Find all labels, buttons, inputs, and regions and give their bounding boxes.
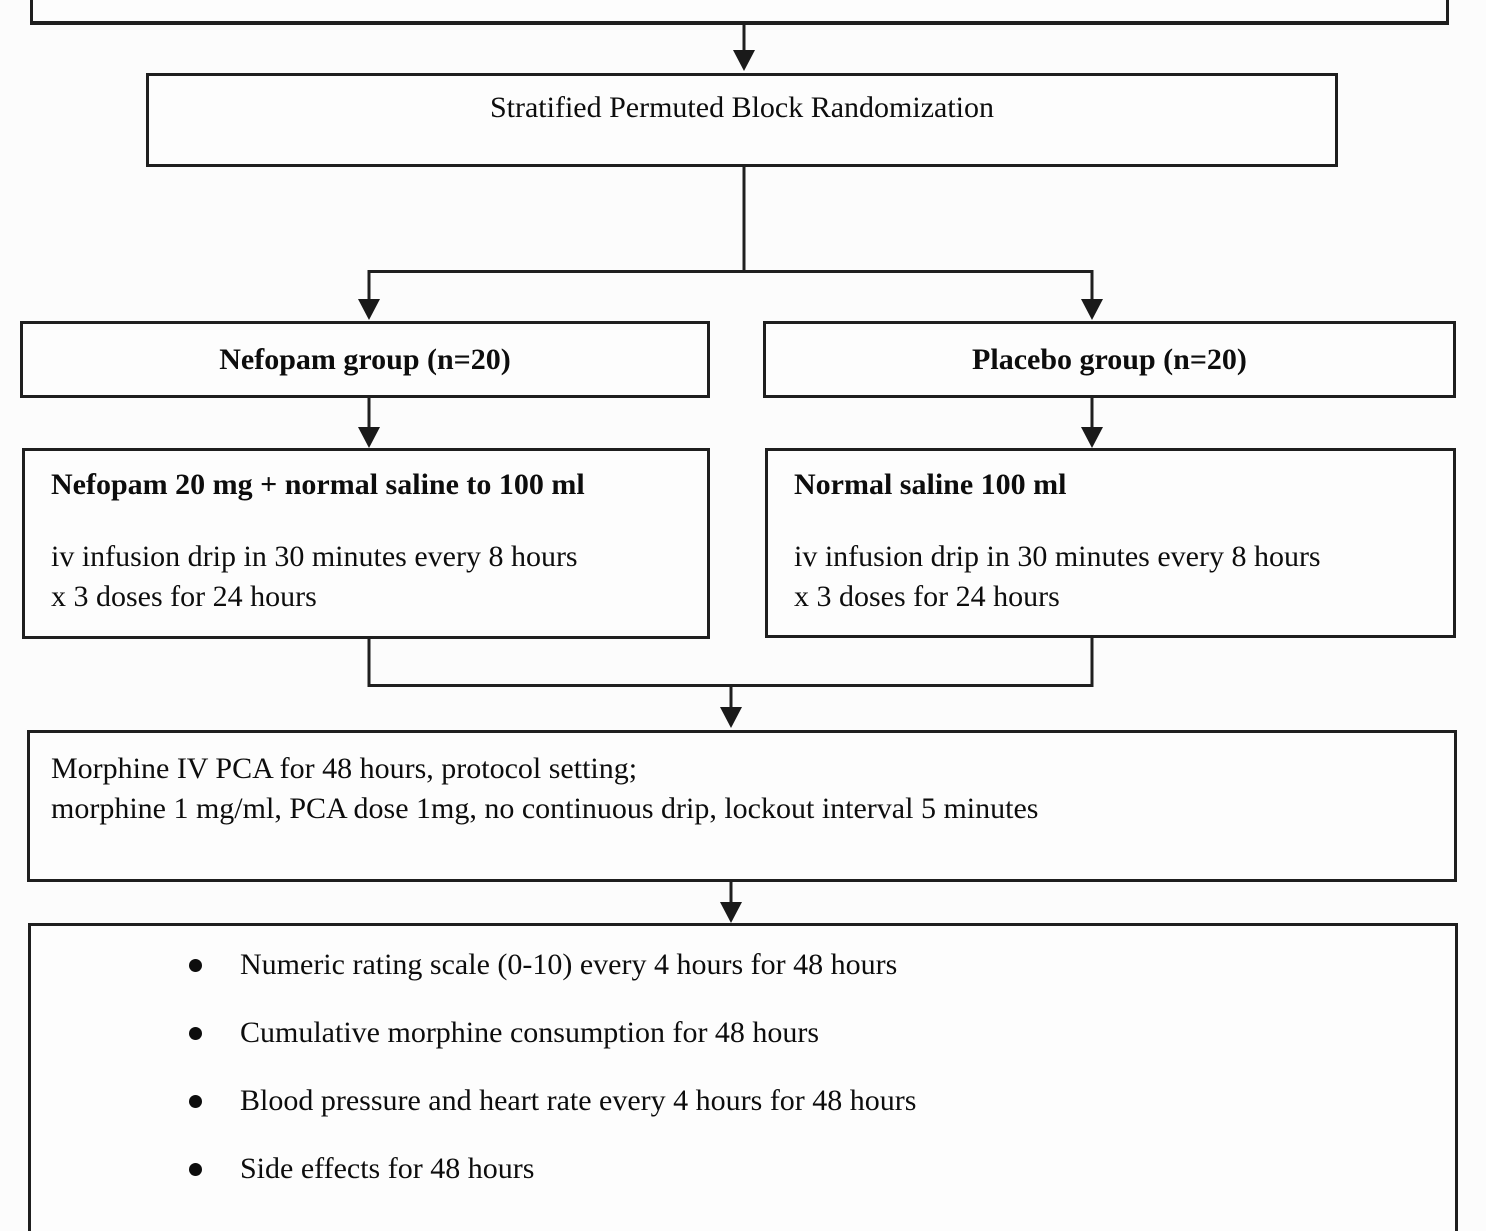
bullet-dot-icon [189, 959, 202, 972]
bullet-dot-icon [189, 1163, 202, 1176]
bullet-dot-icon [189, 1095, 202, 1108]
nefopam-group-label: Nefopam group (n=20) [219, 342, 511, 376]
nefopam-group-box: Nefopam group (n=20) [20, 321, 710, 398]
arrowhead-nefopam-intervention [358, 427, 380, 448]
placebo-detail-line1: iv infusion drip in 30 minutes every 8 h… [794, 540, 1321, 573]
outcome-text: Blood pressure and heart rate every 4 ho… [240, 1084, 917, 1117]
randomization-box: Stratified Permuted Block Randomization [146, 73, 1338, 167]
enrollment-box-cutoff [30, 0, 1449, 25]
arrowhead-randomization [733, 50, 755, 71]
outcome-text: Cumulative morphine consumption for 48 h… [240, 1016, 820, 1049]
arrowhead-outcomes [720, 902, 742, 923]
arrowhead-nefopam-group [358, 299, 380, 320]
nefopam-intervention-box: Nefopam 20 mg + normal saline to 100 ml … [22, 448, 710, 639]
placebo-detail-line2: x 3 doses for 24 hours [794, 580, 1060, 613]
outcome-item: Numeric rating scale (0-10) every 4 hour… [31, 945, 1455, 985]
outcomes-list: Numeric rating scale (0-10) every 4 hour… [31, 945, 1455, 1189]
nefopam-detail-line1: iv infusion drip in 30 minutes every 8 h… [51, 540, 578, 573]
nefopam-intervention-title: Nefopam 20 mg + normal saline to 100 ml [51, 468, 585, 501]
pca-line2: morphine 1 mg/ml, PCA dose 1mg, no conti… [51, 792, 1039, 825]
outcome-text: Side effects for 48 hours [240, 1152, 535, 1185]
outcome-item: Blood pressure and heart rate every 4 ho… [31, 1081, 1455, 1121]
arrowhead-placebo-group [1081, 299, 1103, 320]
placebo-intervention-box: Normal saline 100 ml iv infusion drip in… [765, 448, 1456, 638]
outcome-item: Side effects for 48 hours [31, 1149, 1455, 1189]
arrowhead-placebo-intervention [1081, 427, 1103, 448]
pca-protocol-box: Morphine IV PCA for 48 hours, protocol s… [27, 730, 1457, 882]
placebo-group-box: Placebo group (n=20) [763, 321, 1456, 398]
bullet-dot-icon [189, 1027, 202, 1040]
placebo-intervention-title: Normal saline 100 ml [794, 468, 1067, 501]
outcomes-box: Numeric rating scale (0-10) every 4 hour… [28, 923, 1458, 1231]
outcome-item: Cumulative morphine consumption for 48 h… [31, 1013, 1455, 1053]
placebo-group-label: Placebo group (n=20) [972, 342, 1247, 376]
outcome-text: Numeric rating scale (0-10) every 4 hour… [240, 948, 898, 981]
randomization-label: Stratified Permuted Block Randomization [489, 91, 995, 124]
arrowhead-pca [720, 707, 742, 728]
placebo-intervention-detail: iv infusion drip in 30 minutes every 8 h… [794, 537, 1435, 617]
nefopam-intervention-detail: iv infusion drip in 30 minutes every 8 h… [51, 537, 689, 617]
nefopam-detail-line2: x 3 doses for 24 hours [51, 580, 317, 613]
pca-line1: Morphine IV PCA for 48 hours, protocol s… [51, 752, 638, 785]
